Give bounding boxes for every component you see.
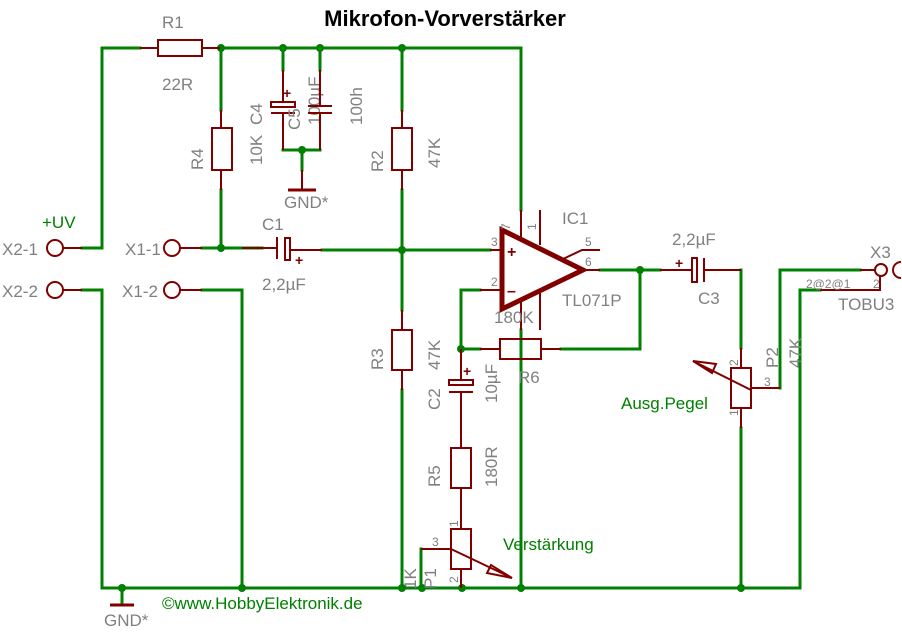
svg-text:2,2µF: 2,2µF — [262, 275, 306, 294]
svg-text:100h: 100h — [347, 87, 366, 125]
title: Mikrofon-Vorverstärker — [324, 6, 566, 31]
svg-text:R5: R5 — [425, 465, 444, 487]
svg-text:2: 2 — [447, 576, 461, 583]
x1-2-label: X1-2 — [122, 282, 158, 301]
svg-text:10µF: 10µF — [482, 364, 501, 403]
svg-text:47K: 47K — [786, 337, 805, 368]
svg-text:C5: C5 — [285, 108, 304, 130]
svg-text:1: 1 — [727, 409, 741, 416]
resistor-r5: R5 180R — [425, 446, 501, 529]
wires — [80, 46, 862, 607]
svg-text:47K: 47K — [425, 137, 444, 168]
svg-text:2: 2 — [491, 275, 498, 289]
resistor-r3: R3 47K — [368, 310, 444, 390]
svg-text:C4: C4 — [247, 103, 266, 125]
svg-text:C2: C2 — [425, 388, 444, 410]
svg-text:3: 3 — [491, 235, 498, 249]
svg-text:47K: 47K — [425, 339, 444, 370]
svg-text:6: 6 — [585, 255, 592, 269]
svg-text:R1: R1 — [162, 13, 184, 32]
supply-label: +UV — [42, 213, 76, 232]
svg-text:180K: 180K — [494, 308, 534, 327]
svg-text:7: 7 — [499, 223, 513, 230]
svg-text:GND*: GND* — [104, 611, 149, 630]
svg-text:2@2@1: 2@2@1 — [806, 277, 851, 291]
resistor-r2: R2 47K — [368, 110, 444, 190]
svg-text:R2: R2 — [368, 150, 387, 172]
svg-text:C3: C3 — [698, 289, 720, 308]
svg-text:C1: C1 — [262, 215, 284, 234]
svg-text:P1: P1 — [421, 568, 440, 589]
capacitor-c2: + C2 10µF — [425, 349, 501, 448]
svg-text:+: + — [507, 244, 516, 261]
svg-text:22R: 22R — [162, 75, 193, 94]
svg-text:1K: 1K — [401, 568, 420, 589]
svg-text:R6: R6 — [518, 368, 540, 387]
svg-text:TOBU3: TOBU3 — [838, 295, 894, 314]
svg-text:5: 5 — [585, 235, 592, 249]
resistor-r6: 180K R6 — [480, 308, 561, 387]
opamp-ic1: + – 3 2 7 1 5 6 IC1 TL071P — [480, 209, 622, 330]
svg-text:2: 2 — [727, 359, 741, 366]
x2-2-label: X2-2 — [2, 282, 38, 301]
svg-text:+: + — [675, 255, 683, 271]
footer-credit: ©www.HobbyElektronik.de — [162, 594, 363, 613]
svg-text:3: 3 — [764, 375, 771, 389]
svg-text:Ausg.Pegel: Ausg.Pegel — [621, 394, 708, 413]
svg-text:GND*: GND* — [284, 193, 329, 212]
svg-text:1: 1 — [525, 223, 539, 230]
svg-text:2,2µF: 2,2µF — [672, 230, 716, 249]
x2-1-label: X2-1 — [2, 240, 38, 259]
svg-text:3: 3 — [432, 535, 439, 549]
svg-text:180R: 180R — [482, 446, 501, 487]
resistor-r1: R1 22R — [140, 13, 220, 94]
connector-x1: X1-1 X1-2 — [122, 239, 202, 301]
svg-text:1: 1 — [447, 520, 461, 527]
connector-x3: X3 2@2@1 2 TOBU3 — [806, 243, 902, 314]
svg-text:X3: X3 — [870, 243, 891, 262]
svg-text:10K: 10K — [247, 134, 266, 165]
capacitor-c5: + C5 100µF — [270, 70, 324, 150]
gnd-symbol-bottom: GND* — [104, 603, 149, 630]
svg-text:IC1: IC1 — [562, 209, 588, 228]
svg-text:R4: R4 — [188, 148, 207, 170]
svg-text:+: + — [463, 363, 471, 379]
svg-text:2: 2 — [873, 277, 880, 291]
svg-text:100µF: 100µF — [305, 76, 324, 125]
svg-text:–: – — [507, 283, 516, 300]
svg-text:TL071P: TL071P — [562, 291, 622, 310]
svg-text:+: + — [283, 85, 291, 101]
connector-x2: +UV X2-1 X2-2 — [2, 213, 82, 301]
junctions — [118, 44, 745, 592]
capacitor-c4: C4 100h — [247, 70, 366, 150]
svg-text:P2: P2 — [763, 347, 782, 368]
capacitor-c1: + C1 2,2µF — [242, 215, 322, 294]
potentiometer-p1: 1 2 3 P1 1K Verstärkung — [401, 520, 594, 589]
potentiometer-p2: 2 1 3 P2 47K Ausg.Pegel — [621, 337, 805, 428]
svg-text:+: + — [295, 252, 303, 268]
gnd-symbol-top: GND* — [284, 170, 329, 212]
x1-1-label: X1-1 — [125, 240, 161, 259]
capacitor-c3: + 2,2µF C3 — [660, 230, 741, 308]
resistor-r4: R4 10K — [188, 110, 266, 190]
svg-text:Verstärkung: Verstärkung — [503, 535, 594, 554]
svg-text:R3: R3 — [368, 348, 387, 370]
